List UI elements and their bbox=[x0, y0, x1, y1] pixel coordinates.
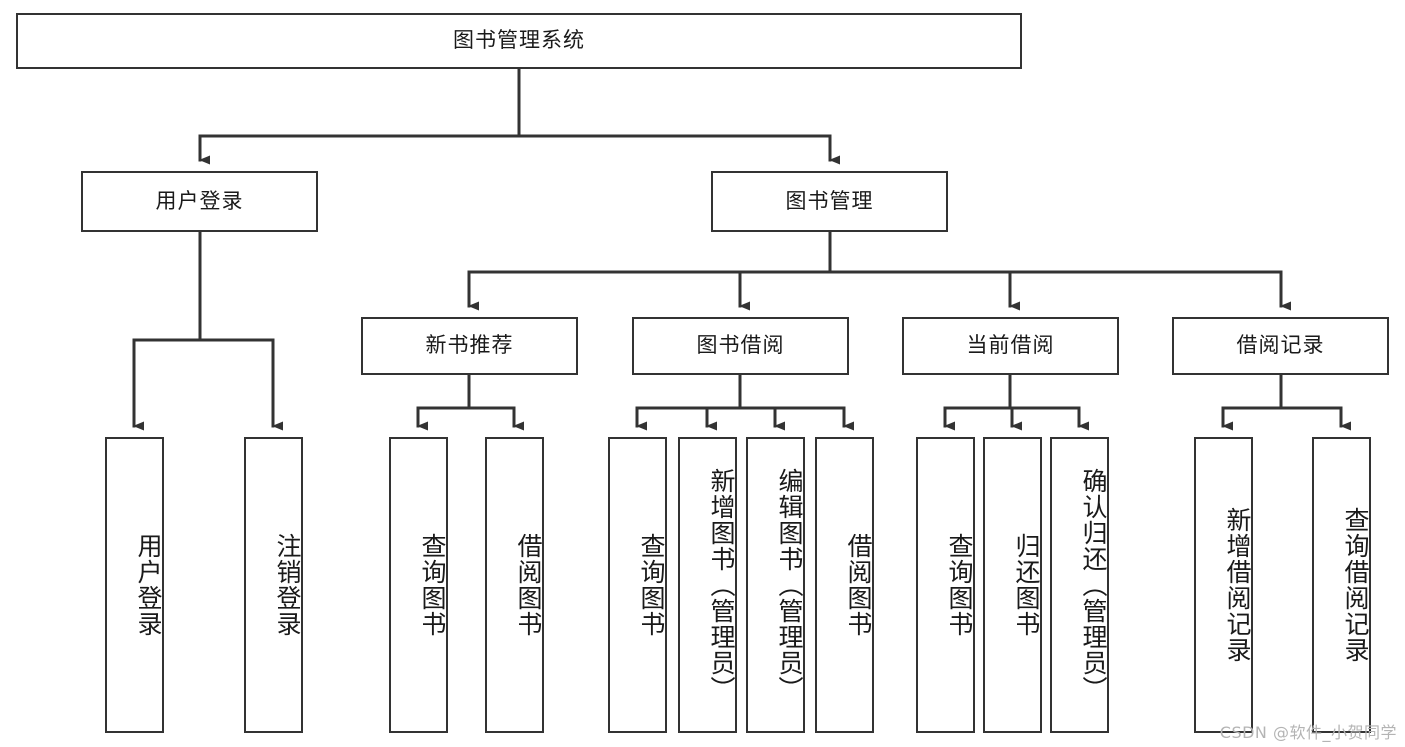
node-current-borrow-label: 当前借阅 bbox=[966, 333, 1055, 358]
leaf-add-book-label: 新增图书（管理员） bbox=[707, 468, 736, 702]
leaf-user-login-label: 用户登录 bbox=[134, 533, 163, 637]
leaf-user-login[interactable]: 用户登录 bbox=[105, 437, 164, 733]
leaf-confirm-return[interactable]: 确认归还（管理员） bbox=[1050, 437, 1109, 733]
leaf-add-book[interactable]: 新增图书（管理员） bbox=[678, 437, 737, 733]
node-user-login-label: 用户登录 bbox=[155, 188, 244, 213]
node-root[interactable]: 图书管理系统 bbox=[16, 13, 1022, 69]
leaf-return-book[interactable]: 归还图书 bbox=[983, 437, 1042, 733]
leaf-query-book-1[interactable]: 查询图书 bbox=[389, 437, 448, 733]
leaf-borrow-book-2[interactable]: 借阅图书 bbox=[815, 437, 874, 733]
leaf-confirm-return-label: 确认归还（管理员） bbox=[1079, 468, 1108, 702]
node-book-manage[interactable]: 图书管理 bbox=[711, 171, 948, 232]
node-new-book-recommend[interactable]: 新书推荐 bbox=[361, 317, 578, 375]
node-current-borrow[interactable]: 当前借阅 bbox=[902, 317, 1119, 375]
leaf-borrow-book-1[interactable]: 借阅图书 bbox=[485, 437, 544, 733]
node-book-borrow-label: 图书借阅 bbox=[696, 333, 785, 358]
leaf-query-book-2-label: 查询图书 bbox=[637, 533, 666, 637]
leaf-query-record[interactable]: 查询借阅记录 bbox=[1312, 437, 1371, 733]
leaf-edit-book[interactable]: 编辑图书（管理员） bbox=[746, 437, 805, 733]
leaf-user-logout[interactable]: 注销登录 bbox=[244, 437, 303, 733]
leaf-query-record-label: 查询借阅记录 bbox=[1341, 507, 1370, 663]
node-user-login[interactable]: 用户登录 bbox=[81, 171, 318, 232]
leaf-borrow-book-1-label: 借阅图书 bbox=[514, 533, 543, 637]
node-book-manage-label: 图书管理 bbox=[785, 188, 874, 213]
leaf-query-book-1-label: 查询图书 bbox=[418, 533, 447, 637]
leaf-query-book-3[interactable]: 查询图书 bbox=[916, 437, 975, 733]
leaf-add-record[interactable]: 新增借阅记录 bbox=[1194, 437, 1253, 733]
leaf-borrow-book-2-label: 借阅图书 bbox=[844, 533, 873, 637]
leaf-edit-book-label: 编辑图书（管理员） bbox=[775, 468, 804, 702]
node-root-label: 图书管理系统 bbox=[453, 28, 585, 53]
leaf-query-book-3-label: 查询图书 bbox=[945, 533, 974, 637]
leaf-add-record-label: 新增借阅记录 bbox=[1223, 507, 1252, 663]
node-new-book-recommend-label: 新书推荐 bbox=[425, 333, 514, 358]
node-borrow-record-label: 借阅记录 bbox=[1236, 333, 1325, 358]
csdn-watermark: CSDN @软件_小贺同学 bbox=[1219, 723, 1397, 742]
leaf-user-logout-label: 注销登录 bbox=[273, 533, 302, 637]
leaf-return-book-label: 归还图书 bbox=[1012, 533, 1041, 637]
leaf-query-book-2[interactable]: 查询图书 bbox=[608, 437, 667, 733]
node-book-borrow[interactable]: 图书借阅 bbox=[632, 317, 849, 375]
node-borrow-record[interactable]: 借阅记录 bbox=[1172, 317, 1389, 375]
